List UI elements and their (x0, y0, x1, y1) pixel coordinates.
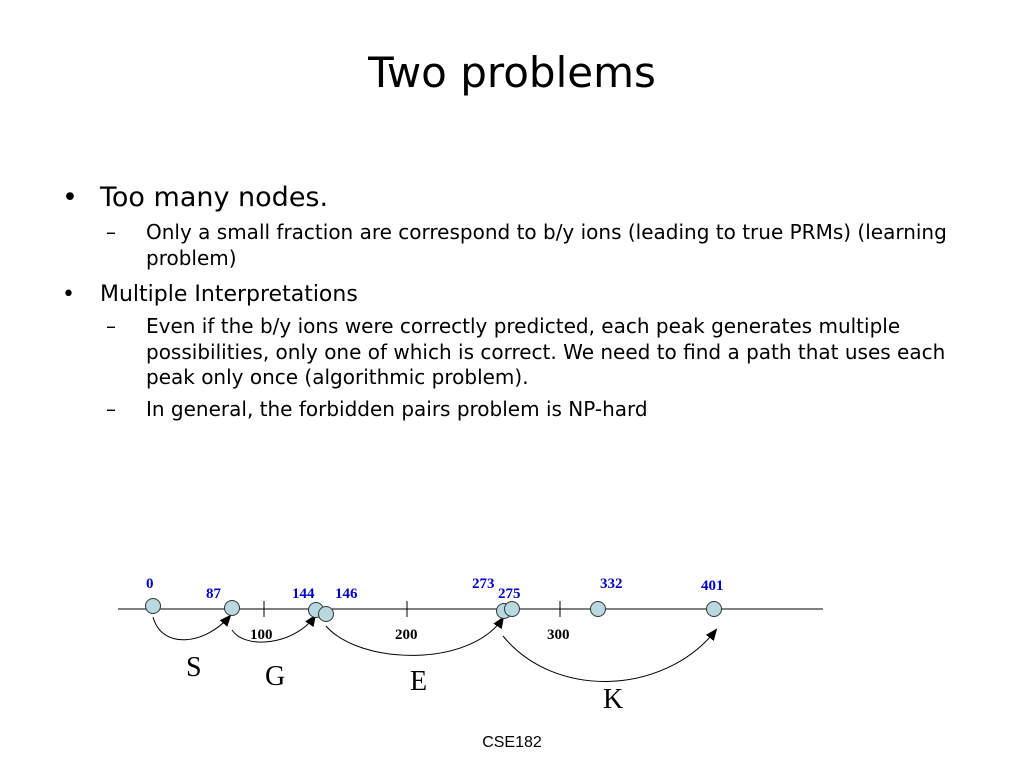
sub-bullet-text: Even if the b/y ions were correctly pred… (146, 313, 946, 390)
tick-label: 100 (250, 627, 273, 643)
sub-bullet-list: – Even if the b/y ions were correctly pr… (100, 314, 982, 422)
node-label: 275 (498, 586, 521, 602)
peak-node (318, 606, 334, 622)
bullet-item: • Too many nodes. – Only a small fractio… (62, 182, 982, 272)
sub-bullet-item: – Only a small fraction are correspond t… (100, 220, 982, 271)
bullet-marker: • (62, 281, 75, 307)
bullet-text: Multiple Interpretations (100, 281, 358, 307)
arc-label: E (410, 666, 427, 697)
dash-marker: – (106, 396, 116, 421)
peak-node (706, 601, 722, 617)
peak-node (590, 601, 606, 617)
arc-label: S (186, 652, 202, 683)
tick-label: 300 (547, 627, 570, 643)
spectrum-graph: 100 200 300 0 87 144 146 273 275 332 401… (118, 576, 823, 715)
node-label: 332 (600, 576, 623, 592)
node-label: 0 (146, 576, 154, 592)
node-label: 87 (206, 586, 222, 602)
sub-bullet-item: – Even if the b/y ions were correctly pr… (100, 314, 982, 391)
arc-e (325, 616, 505, 656)
arc-g (231, 614, 317, 643)
arc-s (152, 614, 232, 641)
dash-marker: – (106, 220, 116, 245)
node-label: 401 (701, 578, 724, 594)
node-label: 144 (292, 586, 315, 602)
peak-node (145, 598, 161, 614)
bullet-list: • Too many nodes. – Only a small fractio… (62, 182, 982, 422)
arc-label: G (265, 661, 285, 692)
dash-marker: – (106, 313, 116, 338)
bullet-item: • Multiple Interpretations – Even if the… (62, 282, 982, 423)
sub-bullet-text: In general, the forbidden pairs problem … (146, 396, 648, 421)
bullet-marker: • (62, 182, 78, 213)
bullet-text: Too many nodes. (100, 182, 329, 213)
sub-bullet-text: Only a small fraction are correspond to … (146, 220, 947, 270)
footer-label: CSE182 (482, 734, 542, 751)
sub-bullet-item: – In general, the forbidden pairs proble… (100, 397, 982, 423)
peak-node (224, 600, 240, 616)
arc-label: K (603, 684, 623, 715)
node-label: 273 (472, 576, 495, 592)
peak-node (504, 601, 520, 617)
sub-bullet-list: – Only a small fraction are correspond t… (100, 220, 982, 271)
tick-label: 200 (395, 627, 418, 643)
slide-title: Two problems (368, 48, 656, 97)
arc-k (502, 628, 718, 682)
node-label: 146 (335, 586, 358, 602)
